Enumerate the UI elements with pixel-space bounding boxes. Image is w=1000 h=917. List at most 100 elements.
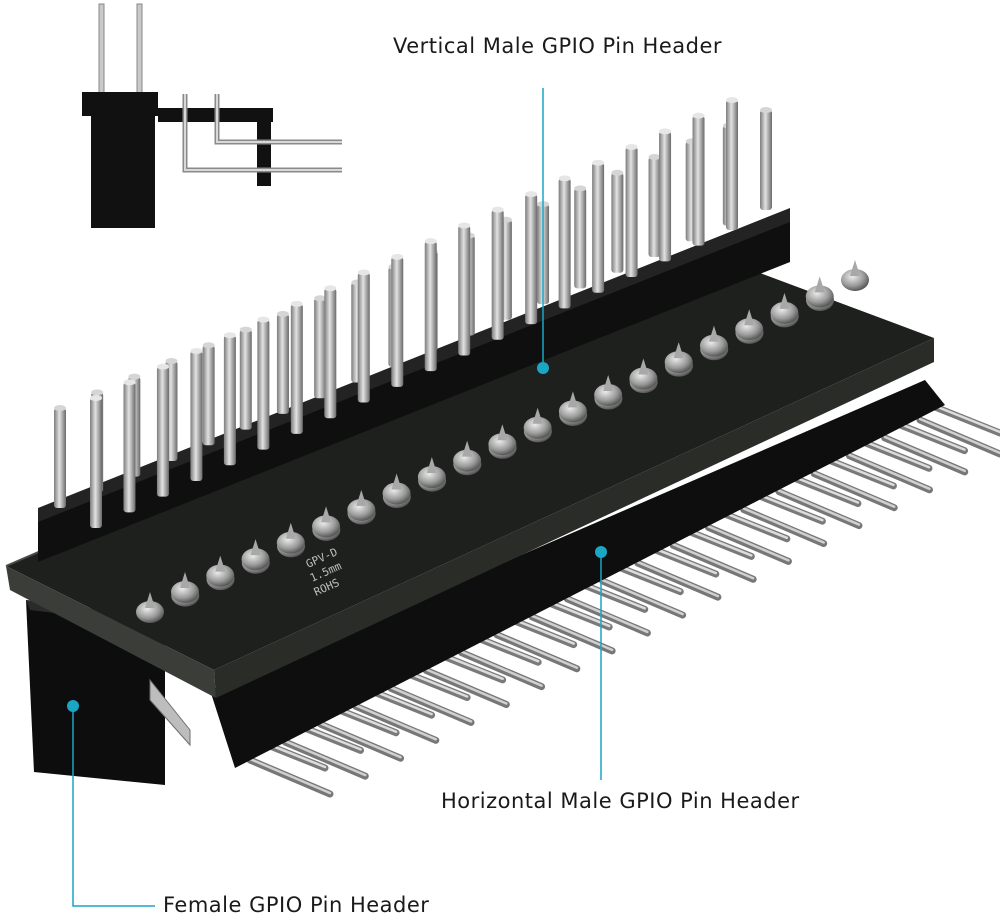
- solder-joint: [206, 564, 235, 587]
- solder-joint: [312, 515, 341, 538]
- solder-joint: [382, 482, 411, 505]
- vertical-pin-tip: [648, 154, 661, 161]
- solder-joint: [347, 498, 376, 521]
- solder-joint: [699, 334, 728, 357]
- solder-joint: [171, 581, 199, 603]
- solder-joint: [523, 416, 552, 439]
- solder-tip: [250, 539, 261, 556]
- solder-joint: [417, 466, 446, 489]
- horizontal-pin-highlight: [319, 721, 402, 759]
- vertical-pin-tip: [190, 347, 203, 354]
- vertical-pin-back: [760, 110, 772, 210]
- solder-joint: [558, 400, 587, 423]
- solder-joint: [136, 601, 164, 623]
- solder-tip: [180, 572, 190, 588]
- vertical-pin-tip: [558, 175, 571, 182]
- horizontal-pin-highlight: [284, 739, 367, 777]
- horizontal-pin-highlight: [636, 560, 720, 598]
- horizontal-pin-highlight: [742, 507, 825, 544]
- vertical-pin-front: [223, 335, 236, 466]
- vertical-pin-tip: [726, 97, 738, 103]
- vertical-male-header-label: Vertical Male GPIO Pin Header: [393, 34, 723, 58]
- vertical-pin-tip: [659, 128, 672, 135]
- vertical-pin-tip: [424, 238, 437, 245]
- solder-joint-group: [136, 260, 869, 623]
- vertical-pin-tip: [165, 357, 178, 364]
- solder-joint: [735, 318, 764, 341]
- vertical-pin-tip: [128, 373, 141, 380]
- solder-tip: [638, 358, 649, 375]
- solder-tip: [779, 292, 790, 309]
- solder-tip: [215, 555, 226, 572]
- vertical-pin-tip: [625, 144, 638, 151]
- vertical-pin-tip: [611, 169, 624, 176]
- solder-tip: [145, 592, 155, 608]
- solder-tip: [744, 309, 755, 326]
- solder-tip: [285, 522, 296, 539]
- horizontal-pin-highlight: [671, 543, 755, 580]
- solder-joint: [770, 301, 799, 324]
- horizontal-pin-highlight: [812, 471, 896, 508]
- female-header-label: Female GPIO Pin Header: [163, 893, 430, 917]
- vertical-pin-tip: [257, 316, 270, 323]
- horizontal-pin-highlight: [566, 596, 649, 634]
- female-callout-dot: [67, 700, 79, 712]
- solder-tip: [391, 473, 402, 490]
- vertical-pin-front: [290, 303, 303, 434]
- vertical-pin-tip: [491, 206, 504, 213]
- solder-joint: [805, 285, 834, 308]
- horizontal-callout-dot: [595, 546, 607, 558]
- horizontal-pin-highlight: [918, 417, 1000, 455]
- horizontal-pin-highlight: [460, 650, 543, 687]
- horizontal-pin-highlight: [601, 578, 684, 616]
- vertical-pin-tip: [91, 389, 104, 396]
- vertical-pin-front: [257, 319, 270, 450]
- solder-joint: [276, 531, 305, 554]
- horizontal-pin-highlight: [354, 704, 438, 741]
- solder-tip: [532, 407, 543, 424]
- horizontal-pin-highlight: [248, 757, 332, 795]
- solder-tip: [321, 506, 332, 523]
- vertical-pin-front: [458, 225, 471, 356]
- vertical-pin-back: [574, 188, 587, 289]
- vertical-pin-front: [190, 350, 203, 481]
- callout-lines: [67, 88, 607, 907]
- vertical-pin-tip: [592, 159, 605, 166]
- vertical-pin-front: [156, 366, 169, 497]
- vertical-pin-front: [558, 178, 571, 309]
- vertical-pin-front: [692, 115, 705, 246]
- solder-joint: [453, 449, 482, 472]
- header-schematic-icon: [82, 3, 342, 228]
- vertical-pin-tip: [223, 332, 236, 339]
- horizontal-pin-highlight: [848, 453, 931, 491]
- vertical-pin-tip: [760, 107, 772, 113]
- vertical-pin-front: [726, 100, 738, 230]
- vertical-pin-tip: [276, 310, 289, 317]
- solder-tip: [850, 260, 860, 276]
- solder-joint: [241, 548, 270, 571]
- horizontal-pin-highlight: [883, 435, 966, 473]
- solder-tip: [356, 489, 367, 506]
- vertical-pin-back: [314, 298, 327, 399]
- horizontal-pin-highlight: [777, 489, 861, 526]
- solder-joint: [841, 269, 869, 291]
- vertical-pin-back: [276, 313, 289, 414]
- vertical-pin-tip: [90, 395, 102, 401]
- vertical-pin-tip: [525, 191, 538, 198]
- solder-tip: [603, 374, 614, 391]
- vertical-pin-back: [202, 345, 215, 446]
- vertical-pin-front: [324, 288, 337, 419]
- solder-joint: [594, 383, 623, 406]
- vertical-pin-tip: [54, 405, 66, 411]
- horizontal-pin-highlight: [495, 632, 579, 669]
- solder-tip: [567, 391, 578, 408]
- solder-tip: [497, 424, 508, 441]
- vertical-pin-tip: [123, 379, 136, 386]
- vertical-pin-tip: [324, 285, 337, 292]
- vertical-pin-tip: [357, 269, 370, 276]
- vertical-pin-front: [659, 131, 672, 262]
- vertical-callout-dot: [537, 362, 549, 374]
- solder-tip: [462, 440, 473, 457]
- vertical-pin-tip: [458, 222, 471, 229]
- vertical-pin-front: [525, 194, 538, 325]
